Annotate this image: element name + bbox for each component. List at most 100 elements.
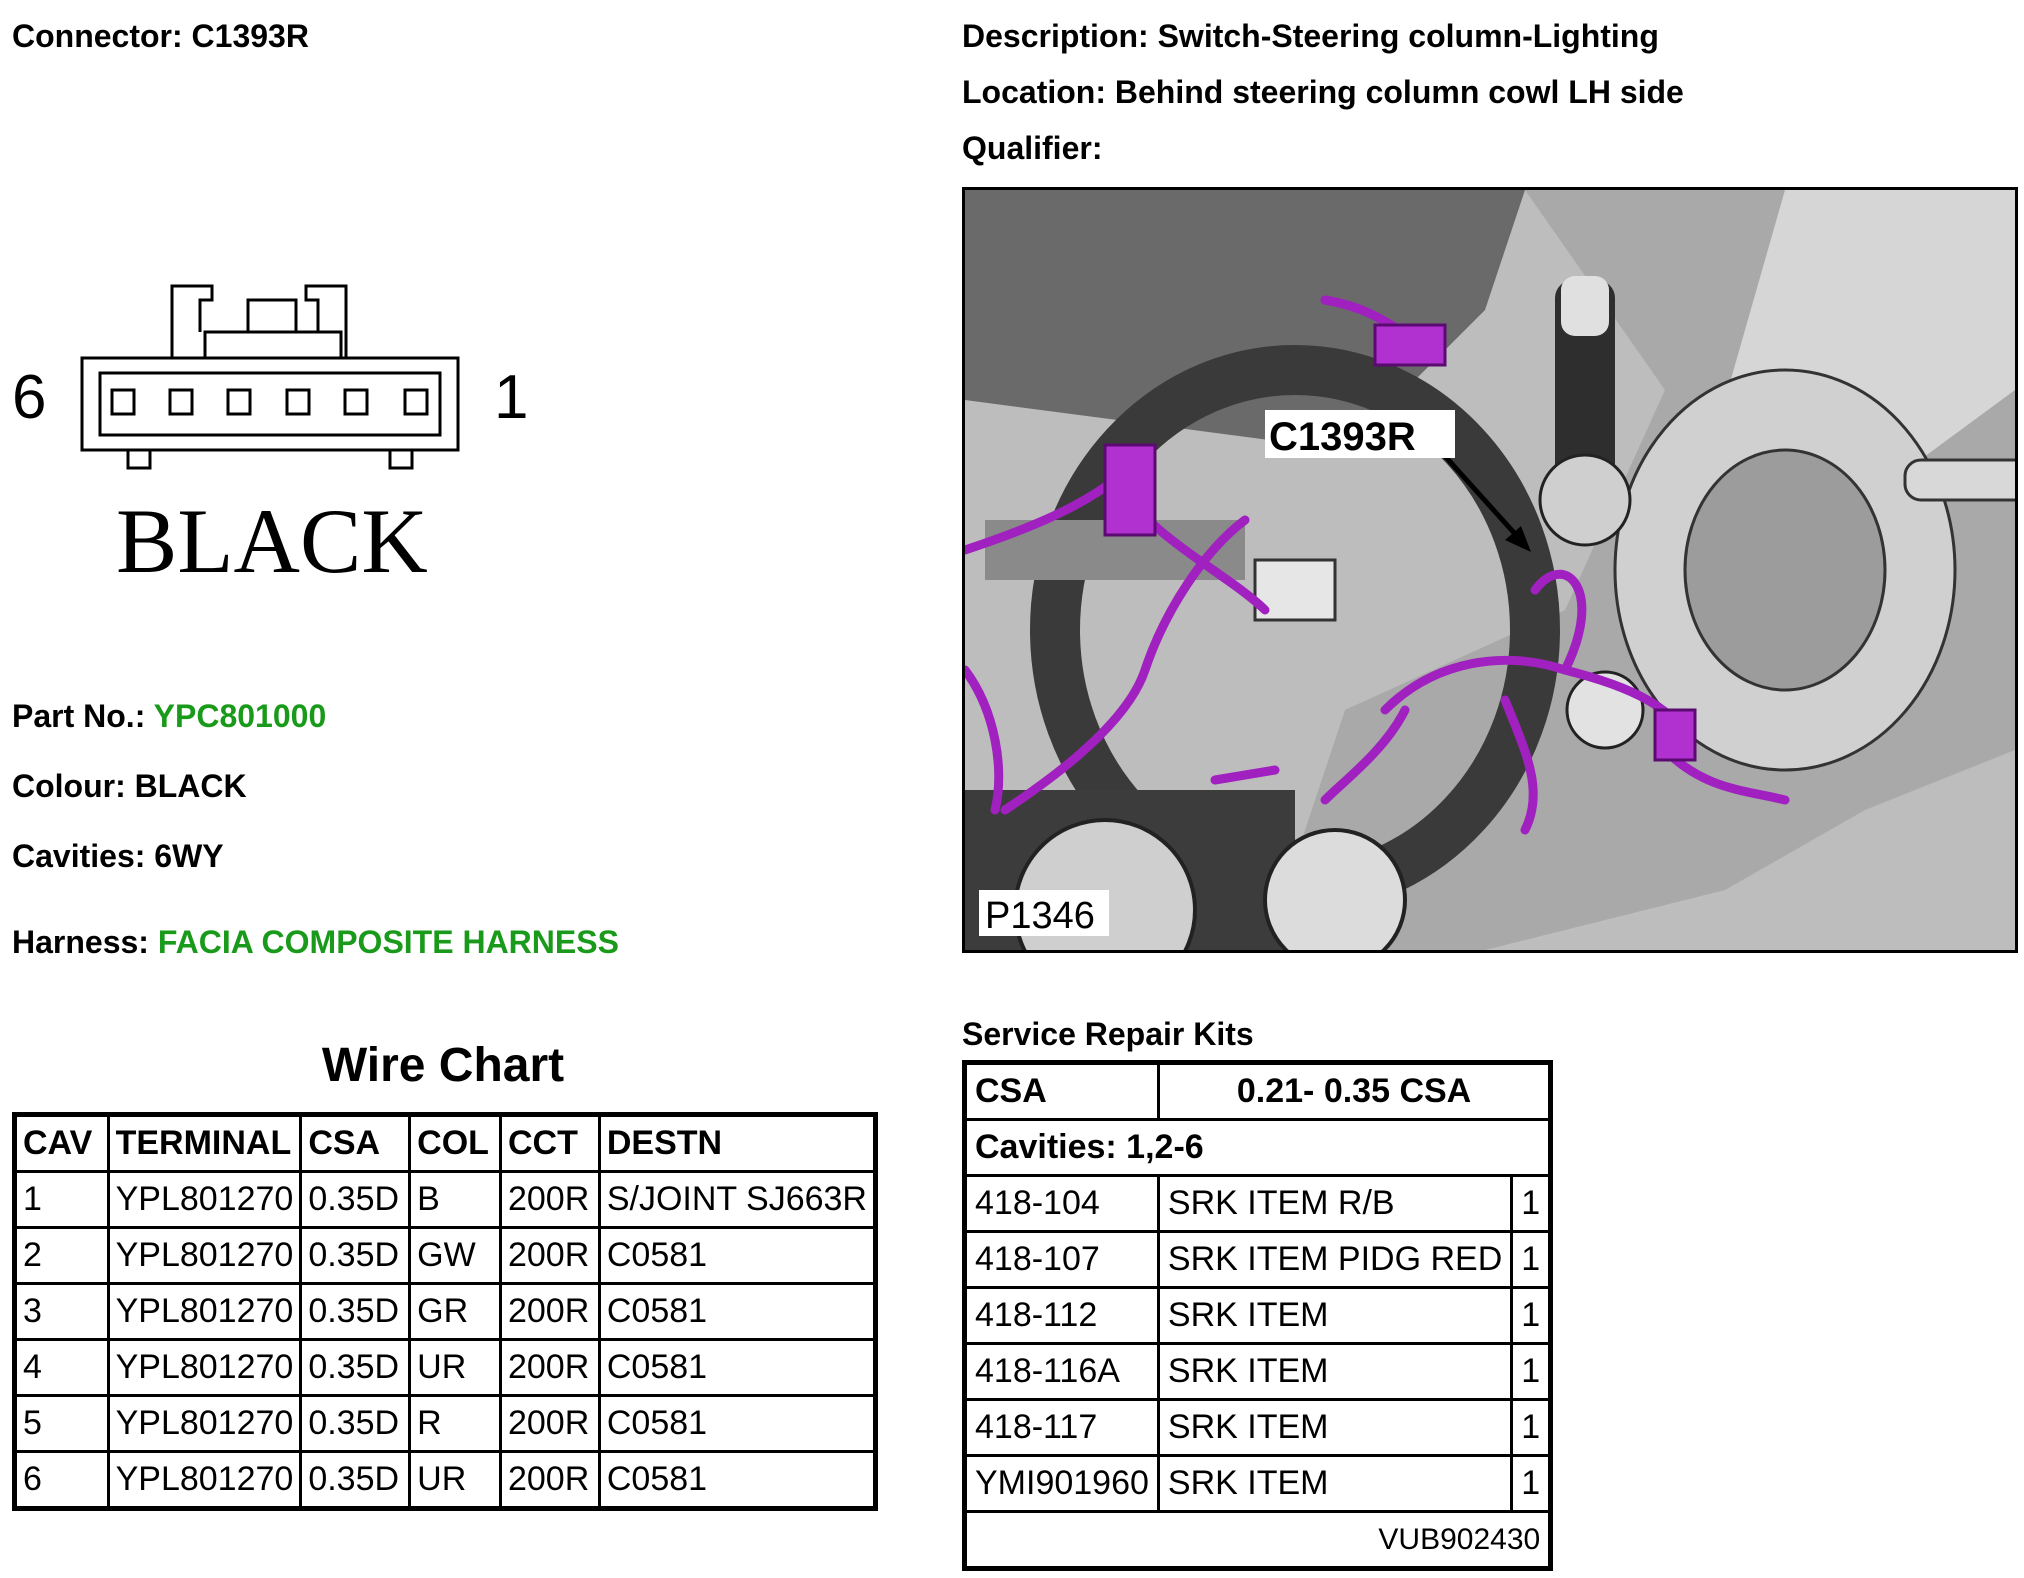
header-col: COL [408,1113,502,1173]
cell-destn: C0581 [597,1226,878,1285]
cell-terminal: YPL801270 [106,1338,303,1397]
wire-chart-title: Wire Chart [321,1039,565,1092]
cell-csa: 0.35D [299,1450,412,1510]
wire-chart-header-row: CAV TERMINAL CSA COL CCT DESTN [13,1113,878,1173]
description-line: Description: Switch-Steering column-Ligh… [962,18,1659,55]
cell-cct: 200R [498,1394,601,1453]
cell-cav: 1 [13,1170,110,1229]
kit-part: YMI901960 [963,1454,1160,1513]
part-no-link[interactable]: YPC801000 [153,698,327,734]
cell-cav: 2 [13,1226,110,1285]
service-kits-title: Service Repair Kits [962,1016,1254,1052]
cell-csa: 0.35D [299,1226,412,1285]
kit-item: SRK ITEM [1156,1286,1514,1345]
cell-cct: 200R [498,1450,601,1510]
kit-qty: 1 [1510,1342,1553,1401]
cell-csa: 0.35D [299,1338,412,1397]
cell-cav: 6 [13,1450,110,1510]
harness-line: Harness: FACIA COMPOSITE HARNESS [12,924,619,961]
cell-col: R [408,1394,502,1453]
table-row: 418-117 SRK ITEM 1 [963,1398,1553,1457]
qualifier-line: Qualifier: [962,130,1102,167]
cell-col: UR [408,1450,502,1510]
kit-qty: 1 [1510,1398,1553,1457]
table-row: 3 YPL801270 0.35D GR 200R C0581 [13,1282,878,1341]
pin-1-label: 1 [494,363,528,432]
colour-line: Colour: BLACK [12,768,247,805]
location-value: Behind steering column cowl LH side [1114,74,1684,110]
kit-part: 418-112 [963,1286,1160,1345]
part-no-line: Part No.: YPC801000 [12,698,326,735]
service-kits-table: CSA 0.21- 0.35 CSA Cavities: 1,2-6 418-1… [962,1060,1554,1571]
cell-terminal: YPL801270 [106,1282,303,1341]
photo-callout: C1393R [1269,415,1416,459]
cell-cct: 200R [498,1282,601,1341]
cell-terminal: YPL801270 [106,1226,303,1285]
header-terminal: TERMINAL [106,1113,303,1173]
kit-qty: 1 [1510,1286,1553,1345]
kit-item: SRK ITEM [1156,1398,1514,1457]
cell-cav: 4 [13,1338,110,1397]
qualifier-label: Qualifier: [962,130,1103,166]
wire-chart-table: CAV TERMINAL CSA COL CCT DESTN 1 YPL8012… [12,1112,878,1511]
pin-6-label: 6 [12,363,46,432]
header-cct: CCT [498,1113,601,1173]
csa-row: CSA 0.21- 0.35 CSA [963,1061,1553,1121]
header-cav: CAV [13,1113,110,1173]
header-destn: DESTN [597,1113,878,1173]
connector-value: C1393R [191,18,309,54]
kit-part: 418-104 [963,1174,1160,1233]
footer-row: VUB902430 [962,1510,1553,1570]
kit-cavities: Cavities: 1,2-6 [962,1118,1553,1177]
cell-cct: 200R [498,1226,601,1285]
kit-item: SRK ITEM PIDG RED [1156,1230,1514,1289]
kit-qty: 1 [1510,1230,1553,1289]
cell-col: UR [408,1338,502,1397]
cell-terminal: YPL801270 [106,1170,303,1229]
diagram-colour-text: BLACK [116,490,428,590]
kit-part: 418-107 [963,1230,1160,1289]
kit-part: 418-117 [963,1398,1160,1457]
description-value: Switch-Steering column-Lighting [1157,18,1659,54]
cell-cct: 200R [498,1338,601,1397]
table-row: 5 YPL801270 0.35D R 200R C0581 [13,1394,878,1453]
cell-destn: C0581 [597,1450,878,1510]
cavities-line: Cavities: 6WY [12,838,224,875]
table-row: 418-112 SRK ITEM 1 [963,1286,1553,1345]
harness-label: Harness: [12,924,149,960]
cell-terminal: YPL801270 [106,1450,303,1510]
table-row: 4 YPL801270 0.35D UR 200R C0581 [13,1338,878,1397]
csa-value: 0.21- 0.35 CSA [1156,1061,1553,1121]
cell-cav: 5 [13,1394,110,1453]
colour-value: BLACK [134,768,247,804]
cell-csa: 0.35D [299,1282,412,1341]
kit-qty: 1 [1510,1174,1553,1233]
kit-item: SRK ITEM R/B [1156,1174,1514,1233]
cell-csa: 0.35D [299,1394,412,1453]
kit-qty: 1 [1510,1454,1553,1513]
connector-label: Connector: [12,18,183,54]
part-no-label: Part No.: [12,698,146,734]
table-row: 2 YPL801270 0.35D GW 200R C0581 [13,1226,878,1285]
colour-label: Colour: [12,768,126,804]
table-row: 418-116A SRK ITEM 1 [963,1342,1553,1401]
location-photo: C1393R P1346 [962,187,2018,953]
harness-link[interactable]: FACIA COMPOSITE HARNESS [157,924,619,960]
table-row: 418-104 SRK ITEM R/B 1 [963,1174,1553,1233]
cell-cct: 200R [498,1170,601,1229]
cell-csa: 0.35D [299,1170,412,1229]
cell-destn: S/JOINT SJ663R [597,1170,878,1229]
location-line: Location: Behind steering column cowl LH… [962,74,1684,111]
cell-terminal: YPL801270 [106,1394,303,1453]
photo-ref: P1346 [985,895,1095,937]
connector-line: Connector: C1393R [12,18,309,55]
cavities-value: 6WY [154,838,224,874]
cavities-label: Cavities: [12,838,146,874]
location-label: Location: [962,74,1106,110]
csa-label: CSA [963,1061,1160,1121]
kit-footer: VUB902430 [962,1510,1553,1570]
table-row: 6 YPL801270 0.35D UR 200R C0581 [13,1450,878,1510]
table-row: YMI901960 SRK ITEM 1 [963,1454,1553,1513]
cell-col: GW [408,1226,502,1285]
table-row: 1 YPL801270 0.35D B 200R S/JOINT SJ663R [13,1170,878,1229]
